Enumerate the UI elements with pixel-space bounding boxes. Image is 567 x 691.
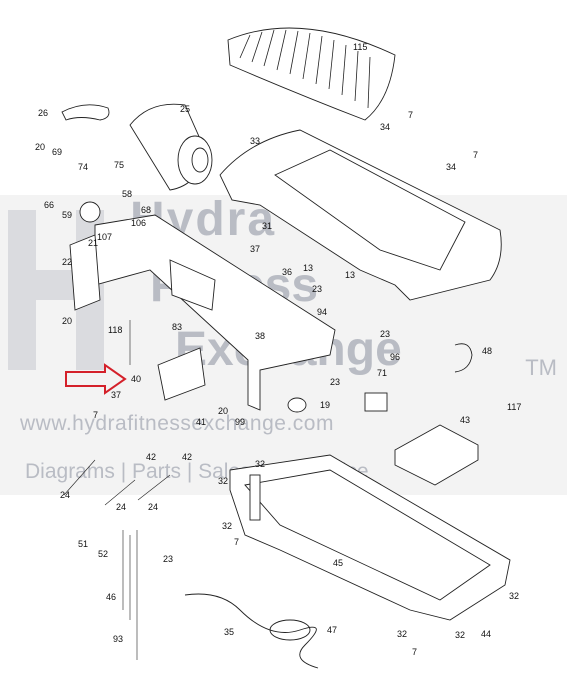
part-number-label: 22 [62, 257, 72, 267]
part-40-bracket [157, 347, 206, 401]
part-number-label: 68 [141, 205, 151, 215]
part-number-label: 21 [88, 238, 98, 248]
watermark-url: www.hydrafitnessexchange.com [20, 412, 334, 435]
part-26-belt [61, 104, 110, 121]
part-number-label: 23 [312, 284, 322, 294]
part-number-label: 32 [255, 459, 265, 469]
part-number-label: 117 [507, 402, 521, 412]
part-number-label: 69 [52, 147, 62, 157]
part-number-label: 83 [172, 322, 182, 332]
part-number-label: 52 [98, 549, 108, 559]
part-number-label: 20 [218, 406, 228, 416]
part-33-hood [219, 129, 502, 301]
part-number-label: 74 [78, 162, 88, 172]
part-number-label: 23 [163, 554, 173, 564]
part-number-label: 44 [481, 629, 491, 639]
part-number-label: 33 [250, 136, 260, 146]
part-number-label: 20 [35, 142, 45, 152]
part-number-label: 26 [38, 108, 48, 118]
part-number-label: 59 [62, 210, 72, 220]
part-19-roller [287, 397, 307, 413]
part-43-controller [394, 424, 479, 486]
part-number-label: 51 [78, 539, 88, 549]
part-number-label: 13 [345, 270, 355, 280]
part-number-label: 19 [320, 400, 330, 410]
part-number-label: 34 [380, 122, 390, 132]
part-number-label: 7 [412, 647, 417, 657]
part-number-label: 46 [106, 592, 116, 602]
part-number-label: 37 [111, 390, 121, 400]
part-45-base [229, 454, 511, 621]
part-number-label: 20 [62, 316, 72, 326]
part-number-label: 43 [460, 415, 470, 425]
part-number-label: 23 [330, 377, 340, 387]
part-number-label: 13 [303, 263, 313, 273]
part-number-label: 99 [235, 417, 245, 427]
part-number-label: 47 [327, 625, 337, 635]
part-35-cord [184, 593, 319, 669]
part-71-module [364, 392, 388, 412]
part-number-label: 7 [473, 150, 478, 160]
part-number-label: 45 [333, 558, 343, 568]
rods [63, 320, 171, 660]
part-number-label: 75 [114, 160, 124, 170]
part-number-label: 32 [218, 476, 228, 486]
part-number-label: 36 [282, 267, 292, 277]
part-number-label: 37 [250, 244, 260, 254]
part-number-label: 25 [180, 104, 190, 114]
part-number-label: 118 [108, 325, 122, 335]
part-number-label: 48 [482, 346, 492, 356]
part-number-label: 32 [455, 630, 465, 640]
part-48-clip [454, 343, 473, 373]
part-number-label: 23 [380, 329, 390, 339]
part-number-label: 24 [148, 502, 158, 512]
part-number-label: 40 [131, 374, 141, 384]
part-25-motor [129, 103, 213, 191]
part-number-label: 94 [317, 307, 327, 317]
part-number-label: 107 [97, 232, 112, 242]
part-59-pulley [79, 201, 101, 223]
part-number-label: 7 [93, 410, 98, 420]
part-number-label: 32 [509, 591, 519, 601]
part-number-label: 38 [255, 331, 265, 341]
part-115-grille [227, 27, 396, 121]
part-number-label: 31 [262, 221, 272, 231]
part-number-label: 93 [113, 634, 123, 644]
part-number-label: 42 [146, 452, 156, 462]
part-number-label: 24 [60, 490, 70, 500]
part-number-label: 34 [446, 162, 456, 172]
part-number-label: 115 [353, 42, 367, 52]
part-number-label: 7 [234, 537, 239, 547]
part-number-label: 24 [116, 502, 126, 512]
part-number-label: 66 [44, 200, 54, 210]
part-number-label: 7 [408, 110, 413, 120]
part-number-label: 32 [397, 629, 407, 639]
part-number-label: 32 [222, 521, 232, 531]
part-94-frame [69, 214, 336, 411]
part-number-label: 41 [196, 417, 206, 427]
part-number-label: 71 [377, 368, 387, 378]
part-number-label: 58 [122, 189, 132, 199]
watermark-trademark: TM [525, 355, 557, 380]
part-number-label: 35 [224, 627, 234, 637]
part-number-label: 42 [182, 452, 192, 462]
part-number-label: 96 [390, 352, 400, 362]
red-pointer-arrow [65, 363, 127, 395]
part-number-label: 106 [131, 218, 146, 228]
